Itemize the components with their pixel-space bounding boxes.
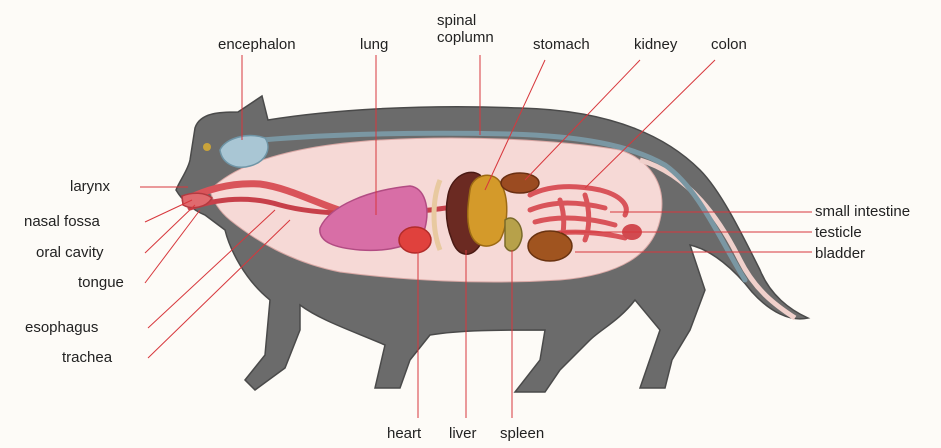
label-spinal-column: spinal coplumn [437, 12, 494, 46]
label-trachea: trachea [62, 349, 112, 366]
label-liver: liver [449, 425, 477, 442]
eye-shape [203, 143, 211, 151]
label-oral-cavity: oral cavity [36, 244, 104, 261]
label-nasal-fossa: nasal fossa [24, 213, 100, 230]
label-encephalon: encephalon [218, 36, 296, 53]
leader-tongue [145, 210, 200, 283]
label-colon: colon [711, 36, 747, 53]
label-kidney: kidney [634, 36, 677, 53]
heart-shape [399, 227, 431, 253]
label-bladder: bladder [815, 245, 865, 262]
label-spleen: spleen [500, 425, 544, 442]
testicle-shape [528, 231, 572, 261]
label-small-intestine: small intestine [815, 203, 910, 220]
kidney-shape [501, 173, 539, 193]
label-esophagus: esophagus [25, 319, 98, 336]
label-heart: heart [387, 425, 421, 442]
leader-nasal [145, 200, 192, 222]
label-stomach: stomach [533, 36, 590, 53]
label-larynx: larynx [70, 178, 110, 195]
label-lung: lung [360, 36, 388, 53]
leader-oral [145, 205, 195, 253]
label-testicle: testicle [815, 224, 862, 241]
label-tongue: tongue [78, 274, 124, 291]
